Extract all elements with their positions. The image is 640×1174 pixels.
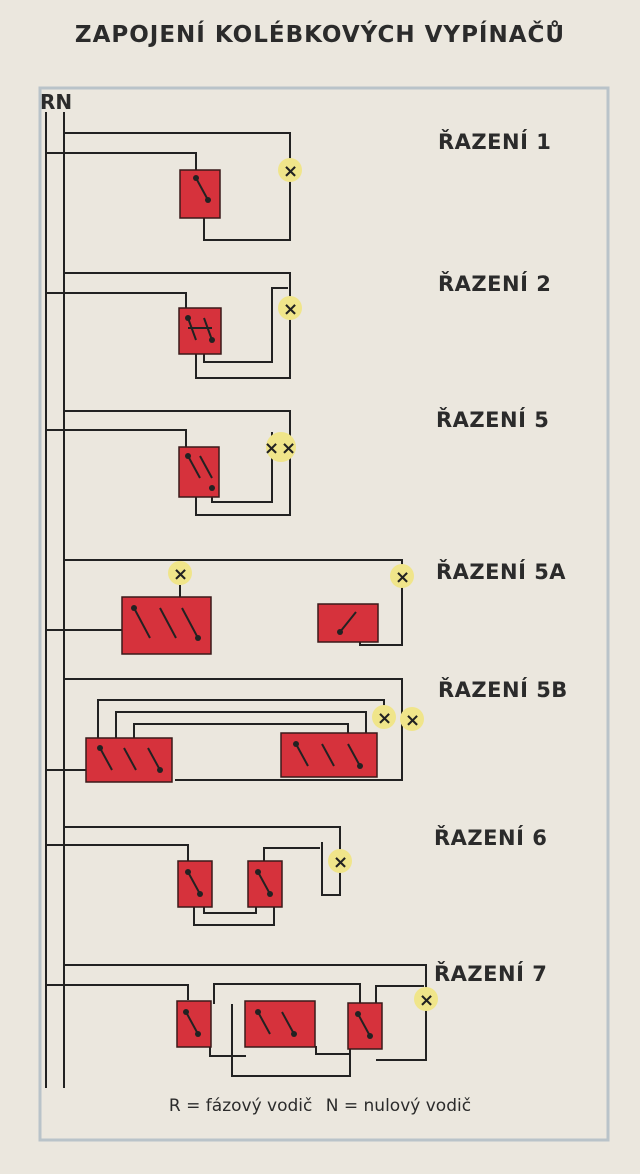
svg-text:×: × — [283, 161, 298, 182]
svg-text:×: × — [395, 567, 410, 588]
lamp-cross-icon — [278, 158, 302, 182]
section-label-5: ŘAZENÍ 5 — [436, 408, 550, 432]
bus-label: RN — [40, 90, 73, 114]
legend: R = fázový vodič N = nulový vodič — [0, 1096, 640, 1116]
lamp-cross-icon — [168, 561, 192, 585]
svg-text:×: × — [377, 708, 392, 729]
svg-text:×: × — [419, 990, 434, 1011]
rocker-switch-icon — [244, 1000, 316, 1048]
svg-text:×: × — [264, 438, 279, 459]
circuit-razeni-7: × — [46, 964, 438, 1077]
rocker-switch-icon — [176, 1000, 212, 1048]
lamp-cross-icon — [414, 987, 438, 1011]
svg-text:×: × — [173, 564, 188, 585]
lamp-cross-icon — [278, 296, 302, 320]
svg-text:×: × — [333, 852, 348, 873]
section-label-7: ŘAZENÍ 7 — [434, 962, 548, 986]
svg-text:×: × — [281, 438, 296, 459]
section-label-5b: ŘAZENÍ 5B — [438, 678, 568, 702]
circuit-razeni-5b: × × — [46, 678, 424, 783]
legend-r: R = fázový vodič — [168, 1096, 313, 1116]
circuit-razeni-5: × × — [46, 410, 296, 516]
circuit-razeni-1: × — [46, 132, 302, 241]
section-label-6: ŘAZENÍ 6 — [434, 826, 548, 850]
lamp-cross-icon — [372, 705, 396, 729]
rocker-switch-icon — [121, 596, 212, 655]
page-title: ZAPOJENÍ KOLÉBKOVÝCH VYPÍNAČŮ — [74, 22, 566, 48]
lamp-cross-icon — [266, 432, 296, 462]
section-label-5a: ŘAZENÍ 5A — [436, 560, 567, 584]
lamp-cross-icon — [400, 707, 424, 731]
rocker-switch-icon — [85, 737, 173, 783]
circuit-razeni-6: × — [46, 826, 352, 926]
lamp-cross-icon — [390, 564, 414, 588]
svg-text:×: × — [283, 299, 298, 320]
section-label-1: ŘAZENÍ 1 — [438, 130, 552, 154]
section-label-2: ŘAZENÍ 2 — [438, 272, 552, 296]
circuit-razeni-5a: × × — [46, 559, 414, 655]
lamp-cross-icon — [328, 849, 352, 873]
rocker-switch-icon — [178, 307, 222, 355]
circuit-razeni-2: × — [46, 272, 302, 379]
legend-n: N = nulový vodič — [325, 1096, 472, 1116]
rocker-switch-icon — [179, 169, 221, 219]
svg-text:×: × — [405, 710, 420, 731]
rocker-switch-icon — [177, 860, 213, 908]
frame-border — [38, 86, 610, 1142]
